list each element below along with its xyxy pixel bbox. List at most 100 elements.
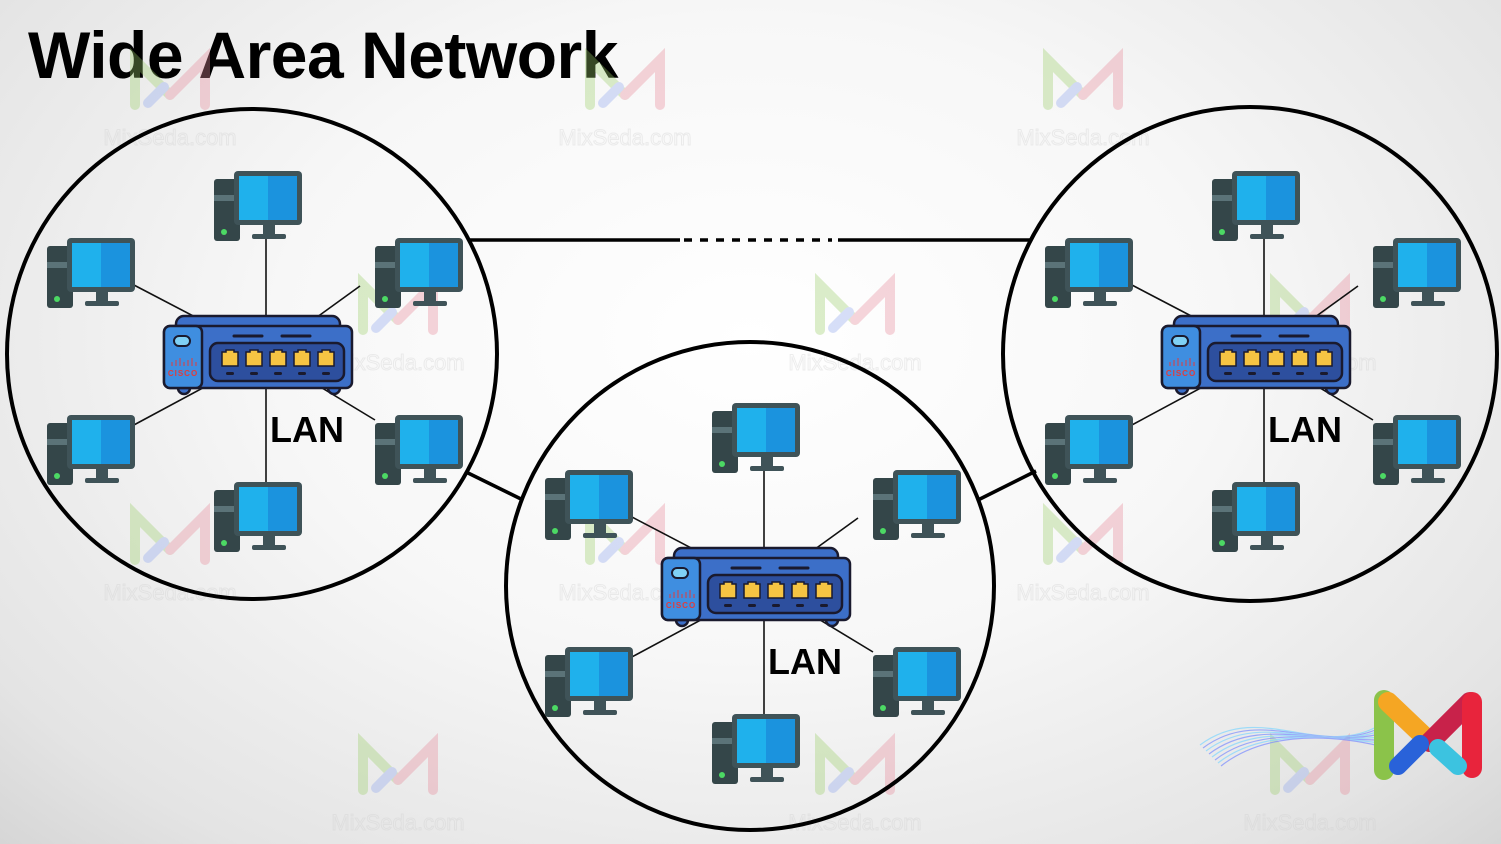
watermark: MixSeda.com [103, 47, 237, 151]
port-led [772, 604, 780, 607]
tower [1045, 246, 1071, 308]
monitor-neck [263, 225, 275, 235]
watermark-mark [1043, 502, 1088, 565]
monitor-screen [766, 408, 795, 452]
monitor-neck [263, 536, 275, 546]
port-led [820, 604, 828, 607]
watermark-mark [371, 307, 397, 333]
logo-glow-wave [1205, 730, 1381, 752]
monitor-neck [922, 701, 934, 711]
monitor-neck [1422, 292, 1434, 302]
monitor-screen [429, 243, 458, 287]
tower-bay [1212, 506, 1238, 512]
monitor-base [85, 301, 119, 306]
watermark-mark [371, 767, 397, 793]
computer-icon [47, 238, 135, 308]
computer-icon [375, 415, 463, 485]
tower [712, 411, 738, 473]
watermark-mark [1270, 732, 1315, 795]
power-led [382, 296, 388, 302]
monitor-screen [1237, 176, 1266, 220]
power-led [1380, 473, 1386, 479]
monitor-screen [1427, 243, 1456, 287]
watermark-text: MixSeda.com [558, 125, 691, 150]
tower-bay [1373, 262, 1399, 268]
port-led [250, 372, 258, 375]
tower [214, 490, 240, 552]
watermark: MixSeda.com [788, 272, 922, 376]
monitor-base [583, 533, 617, 538]
computer-icon [1212, 482, 1300, 552]
monitor-screen [898, 652, 927, 696]
monitor-screen [1266, 176, 1295, 220]
monitor-neck [424, 292, 436, 302]
power-led [552, 705, 558, 711]
monitor-screen [239, 487, 268, 531]
status-light [173, 335, 191, 347]
monitor-screen [927, 475, 956, 519]
lan-boundary [1001, 105, 1499, 603]
monitor-screen [101, 420, 130, 464]
lan-label: LAN [1268, 409, 1342, 450]
port-led [322, 372, 330, 375]
port-led [1248, 372, 1256, 375]
computer-icon [214, 482, 302, 552]
port-led [1272, 372, 1280, 375]
network-switch-icon: CISCO [1160, 314, 1352, 396]
ethernet-port [269, 349, 287, 367]
brand-label: CISCO [1166, 369, 1196, 378]
computer-icon [873, 470, 961, 540]
watermark-mark [850, 272, 895, 335]
tower [1373, 246, 1399, 308]
monitor-screen [268, 487, 297, 531]
tower-bay [1045, 262, 1071, 268]
monitor-screen [570, 475, 599, 519]
lan-group: CISCO LAN [1001, 105, 1499, 603]
monitor-screen [1398, 243, 1427, 287]
watermark-mark [585, 47, 630, 110]
watermark-mark [1305, 732, 1350, 795]
monitor-base [252, 545, 286, 550]
monitor-neck [1261, 225, 1273, 235]
diagram-title: Wide Area Network [28, 18, 618, 92]
tower-bay [545, 671, 571, 677]
tower [375, 423, 401, 485]
watermark-mark [1078, 502, 1123, 565]
monitor-base [750, 466, 784, 471]
monitor-base [911, 533, 945, 538]
status-light [1171, 335, 1189, 347]
logo-glow-wave [1202, 727, 1381, 749]
ethernet-port [1315, 349, 1333, 367]
monitor-neck [594, 524, 606, 534]
monitor-base [583, 710, 617, 715]
tower [873, 655, 899, 717]
tower [47, 246, 73, 308]
wan-link-center-right [977, 469, 1037, 502]
lan-boundary [5, 107, 499, 601]
monitor-screen [72, 420, 101, 464]
watermark-mark [1056, 82, 1082, 108]
tower [873, 478, 899, 540]
watermark: MixSeda.com [331, 732, 465, 836]
computer-icon [1212, 171, 1300, 241]
tower [375, 246, 401, 308]
monitor-screen [898, 475, 927, 519]
monitor-neck [922, 524, 934, 534]
tower-bay [545, 494, 571, 500]
logo-glow-wave [1199, 724, 1381, 746]
power-led [54, 473, 60, 479]
watermark-mark [130, 502, 175, 565]
monitor-base [85, 478, 119, 483]
power-led [382, 473, 388, 479]
tower-bay [1373, 439, 1399, 445]
monitor-screen [268, 176, 297, 220]
computer-icon [1373, 415, 1461, 485]
logo-glow-wave [1214, 736, 1381, 761]
monitor-base [1411, 478, 1445, 483]
tower-bay [214, 506, 240, 512]
watermark-mark [143, 82, 169, 108]
computer-icon [47, 415, 135, 485]
ethernet-port [317, 349, 335, 367]
monitor-base [1083, 301, 1117, 306]
